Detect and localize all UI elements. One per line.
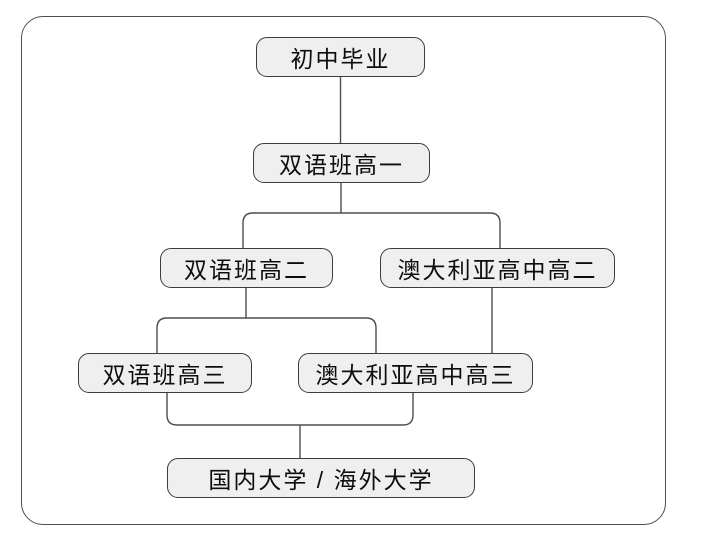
edge-grade11-split [156,317,377,353]
node-australian-hs-grade-12: 澳大利亚高中高三 [298,353,533,393]
node-bilingual-class-grade-12: 双语班高三 [78,353,252,393]
node-australian-hs-grade-11: 澳大利亚高中高二 [380,248,615,288]
node-university: 国内大学 / 海外大学 [167,458,475,498]
node-junior-high-graduation: 初中毕业 [256,37,425,77]
node-bilingual-class-grade-10: 双语班高一 [253,143,430,183]
edge-grade10-split [242,212,501,248]
edge-grade12-merge [166,393,414,426]
node-bilingual-class-grade-11: 双语班高二 [160,248,333,288]
diagram-border [21,16,666,525]
